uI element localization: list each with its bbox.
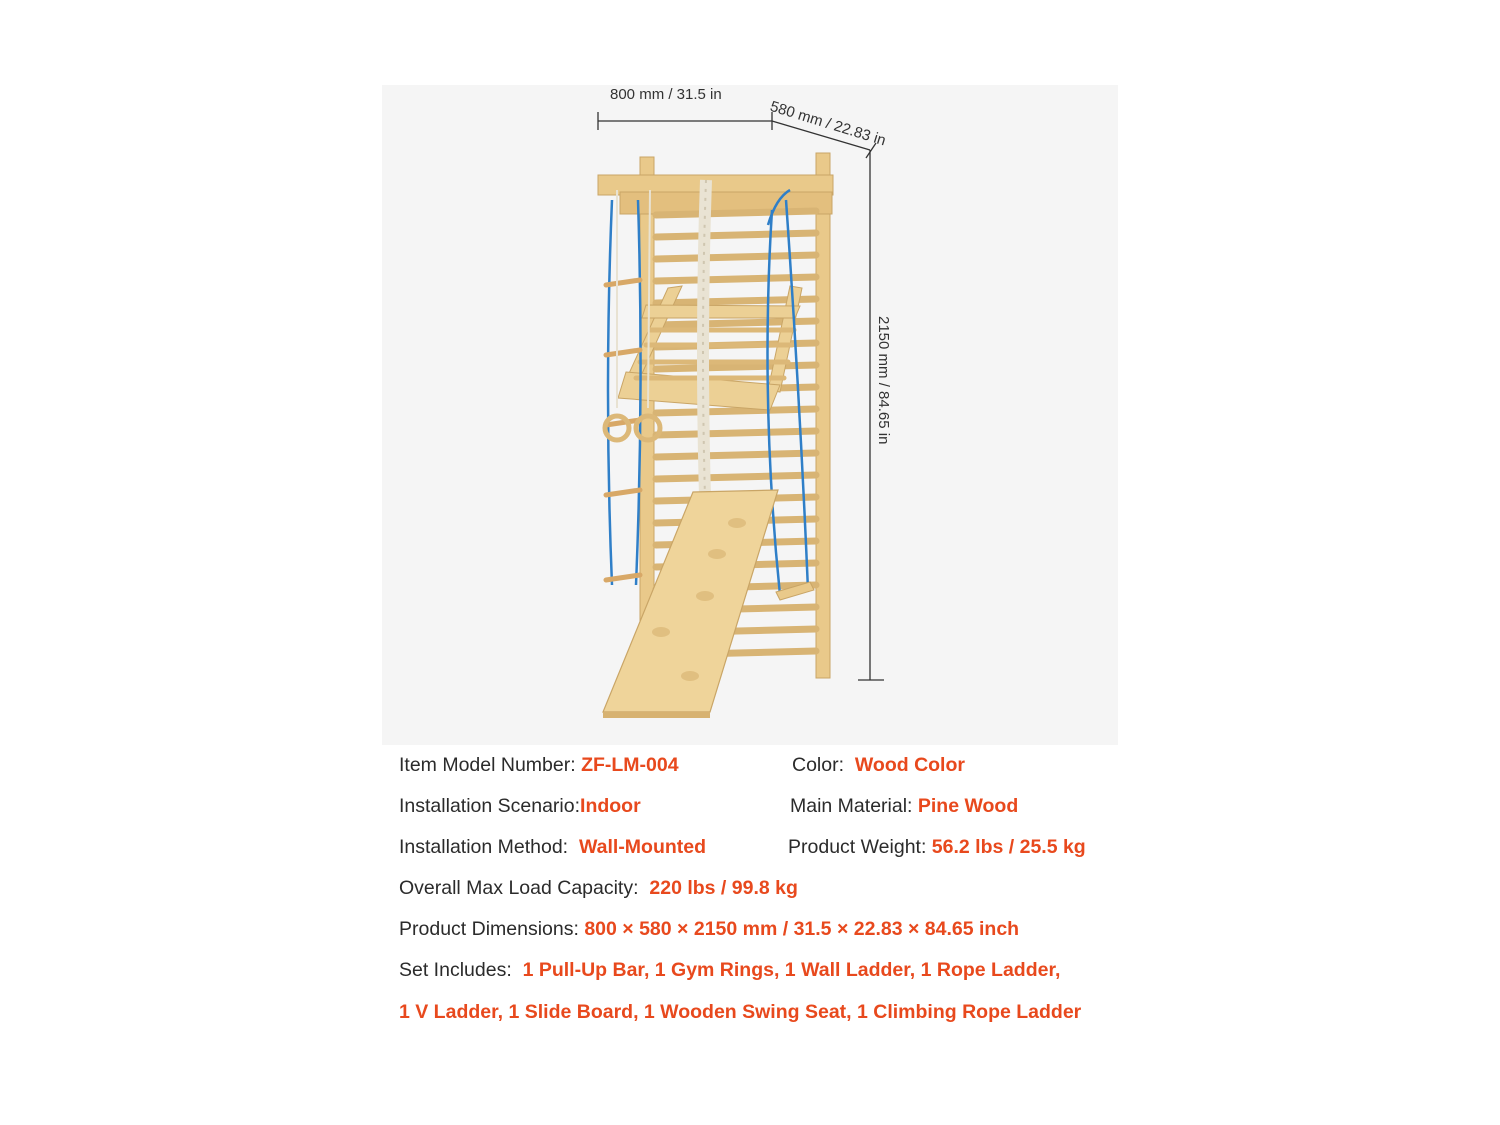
spec-label: Set Includes:: [399, 959, 518, 981]
spec-label: Installation Scenario:: [399, 795, 581, 817]
ladder-rung: [652, 427, 820, 439]
width-dimension-label: 800 mm / 31.5 in: [610, 86, 722, 103]
spec-installation-method: Installation Method: Wall-Mounted: [399, 836, 706, 859]
spec-color: Color: Wood Color: [792, 754, 965, 777]
spec-label: Main Material:: [790, 795, 918, 817]
ladder-rung: [652, 449, 820, 461]
spec-value: 800 × 580 × 2150 mm / 31.5 × 22.83 × 84.…: [584, 918, 1020, 940]
spec-label: Overall Max Load Capacity:: [399, 877, 644, 899]
spec-value: Wall-Mounted: [578, 836, 707, 858]
spec-value: 1 V Ladder, 1 Slide Board, 1 Wooden Swin…: [399, 1001, 1082, 1023]
spec-label: Color:: [792, 754, 850, 776]
spec-label: Installation Method:: [399, 836, 574, 858]
gym-rings: [602, 189, 663, 443]
rope-ladder: [606, 199, 642, 586]
height-dimension-label: 2150 mm / 84.65 in: [875, 316, 892, 445]
spec-value: Pine Wood: [917, 795, 1019, 817]
spec-label: Product Dimensions:: [399, 918, 585, 940]
dimension-lines: [597, 112, 884, 681]
spec-installation-scenario: Installation Scenario:Indoor: [399, 795, 641, 818]
spec-set-includes-continued: 1 V Ladder, 1 Slide Board, 1 Wooden Swin…: [399, 1001, 1081, 1024]
spec-value: 1 Pull-Up Bar, 1 Gym Rings, 1 Wall Ladde…: [522, 959, 1061, 981]
rope-ladder-steps: [603, 277, 643, 583]
spec-value: Indoor: [580, 795, 641, 817]
wall-ladder: [597, 152, 834, 679]
ladder-rung: [652, 471, 820, 483]
ladder-rung: [652, 405, 820, 417]
spec-set-includes: Set Includes: 1 Pull-Up Bar, 1 Gym Rings…: [399, 959, 1060, 982]
slide-board: [602, 489, 779, 718]
spec-value: Wood Color: [854, 754, 965, 776]
ladder-rung: [652, 207, 820, 219]
ladder-rung: [652, 273, 820, 285]
ladder-rung: [652, 229, 820, 241]
spec-value: 220 lbs / 99.8 kg: [649, 877, 798, 899]
swing-seat: [766, 188, 815, 601]
ladder-rung: [652, 251, 820, 263]
spec-value: 56.2 lbs / 25.5 kg: [931, 836, 1086, 858]
spec-model-number: Item Model Number: ZF-LM-004: [399, 754, 679, 777]
spec-value: ZF-LM-004: [581, 754, 679, 776]
v-ladder: [617, 285, 803, 411]
climbing-rope: [697, 179, 712, 531]
spec-main-material: Main Material: Pine Wood: [790, 795, 1018, 818]
spec-product-dimensions: Product Dimensions: 800 × 580 × 2150 mm …: [399, 918, 1019, 941]
spec-label: Item Model Number:: [399, 754, 582, 776]
ladder-rung: [652, 361, 820, 373]
specifications-panel: [382, 745, 1118, 1040]
spec-max-load: Overall Max Load Capacity: 220 lbs / 99.…: [399, 877, 798, 900]
spec-product-weight: Product Weight: 56.2 lbs / 25.5 kg: [788, 836, 1086, 859]
spec-label: Product Weight:: [788, 836, 932, 858]
